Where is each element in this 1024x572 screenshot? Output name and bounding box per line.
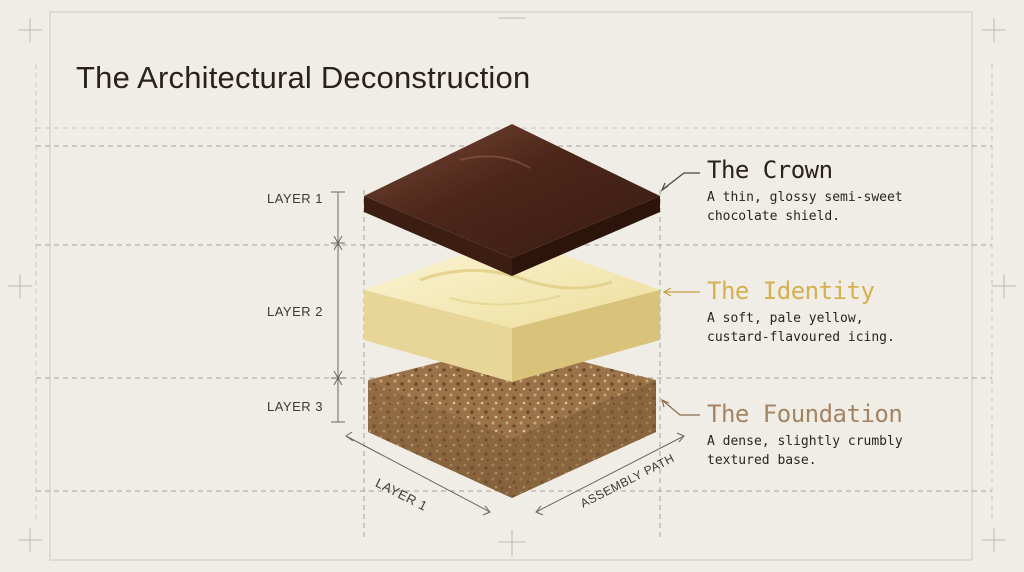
layer-3-tag: LAYER 3	[267, 399, 324, 414]
assembly-path-arrows	[345, 431, 685, 516]
callout-identity-desc: A soft, pale yellow, custard-flavoured i…	[707, 311, 895, 345]
layer-2-tag: LAYER 2	[267, 304, 324, 319]
page-title: The Architectural Deconstruction	[76, 60, 531, 95]
registration-marks	[8, 17, 1016, 556]
callout-identity-title: The Identity	[707, 277, 875, 305]
crumb-base-icon	[368, 344, 656, 498]
callout-crown: The Crown A thin, glossy semi-sweet choc…	[707, 156, 1007, 226]
callout-foundation: The Foundation A dense, slightly crumbly…	[707, 400, 1007, 470]
callout-crown-title: The Crown	[707, 156, 833, 184]
custard-layer-icon	[364, 236, 660, 382]
chocolate-layer-icon	[364, 124, 660, 276]
layer-1-tag: LAYER 1	[267, 191, 324, 206]
dimension-line	[331, 191, 345, 423]
callout-identity: The Identity A soft, pale yellow, custar…	[707, 277, 1007, 347]
callout-foundation-desc: A dense, slightly crumbly textured base.	[707, 434, 903, 468]
leader-arrow-icon	[660, 172, 700, 416]
callout-foundation-title: The Foundation	[707, 400, 903, 428]
callout-crown-desc: A thin, glossy semi-sweet chocolate shie…	[707, 190, 903, 224]
